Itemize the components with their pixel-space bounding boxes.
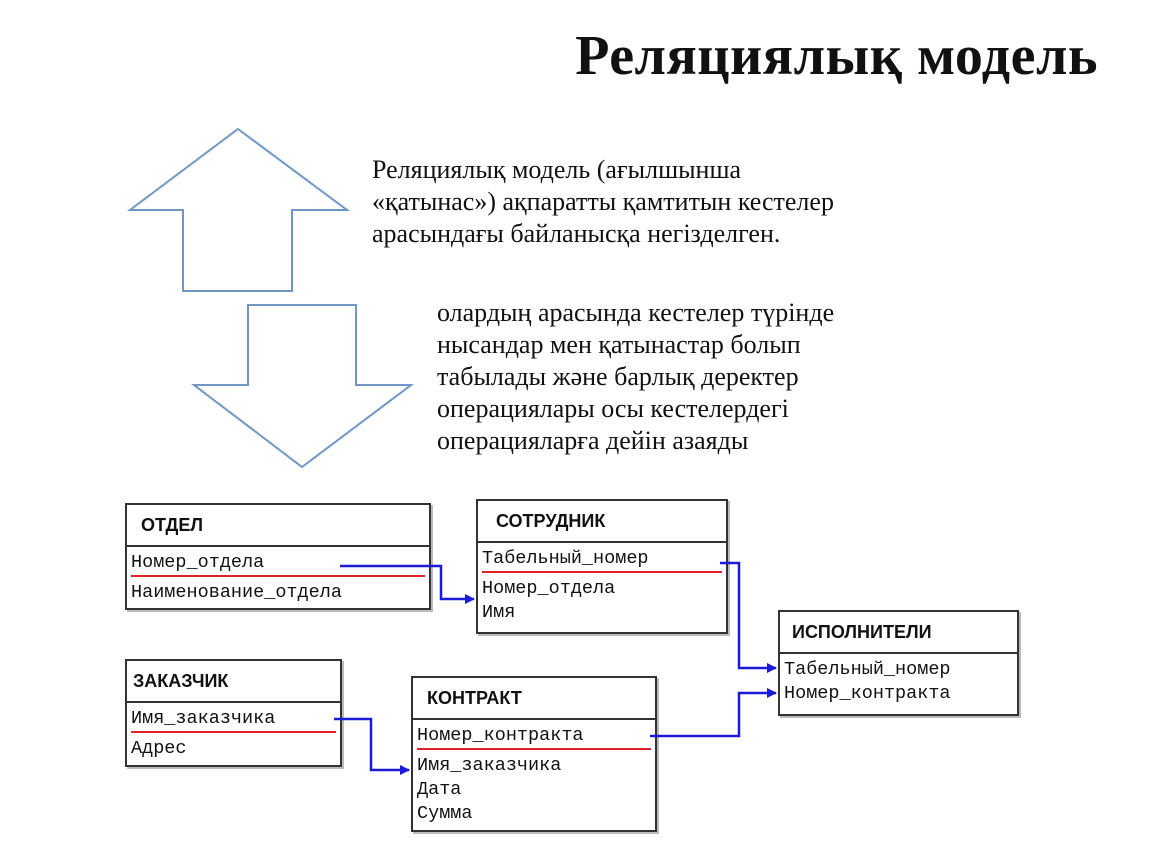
paragraph-line: Реляциялық модель (ағылшынша [372,155,742,184]
field-primary-key: Имя_заказчика [131,707,336,733]
table-header: ОТДЕЛ [127,505,429,547]
paragraph-line: табылады және барлық деректер [437,362,799,391]
arrow-up-icon [127,127,351,292]
description-paragraph-2: олардың арасында кестелер түрінде нысанд… [437,297,834,457]
table-header: ИСПОЛНИТЕЛИ [780,612,1017,654]
paragraph-line: операцияларға дейін азаяды [437,426,749,455]
link-sotrudnik-ispolniteli [720,561,777,673]
table-ispolniteli: ИСПОЛНИТЕЛИ Табельный_номер Номер_контра… [778,610,1019,716]
table-header: СОТРУДНИК [478,501,726,543]
field: Сумма [417,803,473,824]
paragraph-line: операциялары осы кестелердегі [437,394,789,423]
link-otdel-sotrudnik [340,564,475,604]
paragraph-line: «қатынас») ақпаратты қамтитын кестелер [372,187,834,216]
link-zakazchik-kontrakt [334,717,410,775]
page-title: Реляциялық модель [575,25,1098,87]
table-otdel: ОТДЕЛ Номер_отдела Наименование_отдела [125,503,431,610]
field: Табельный_номер [784,659,951,680]
field: Наименование_отдела [131,582,342,603]
table-header: ЗАКАЗЧИК [127,661,340,703]
field: Имя [482,602,516,623]
paragraph-line: нысандар мен қатынастар болып [437,330,801,359]
field-primary-key: Номер_контракта [417,724,651,750]
field: Номер_контракта [784,683,951,704]
description-paragraph-1: Реляциялық модель (ағылшынша «қатынас») … [372,154,834,250]
link-kontrakt-ispolniteli [650,688,777,738]
field: Имя_заказчика [417,755,562,776]
paragraph-line: олардың арасында кестелер түрінде [437,298,835,327]
paragraph-line: арасындағы байланысқа негізделген. [372,219,781,248]
field-primary-key: Номер_отдела [131,551,425,577]
field: Адрес [131,738,187,759]
table-kontrakt: КОНТРАКТ Номер_контракта Имя_заказчика Д… [411,676,657,832]
table-zakazchik: ЗАКАЗЧИК Имя_заказчика Адрес [125,659,342,767]
arrow-down-icon [191,304,414,469]
field: Дата [417,779,462,800]
field: Номер_отдела [482,578,616,599]
field-primary-key: Табельный_номер [482,547,722,573]
table-header: КОНТРАКТ [413,678,655,720]
table-sotrudnik: СОТРУДНИК Табельный_номер Номер_отдела И… [476,499,728,634]
